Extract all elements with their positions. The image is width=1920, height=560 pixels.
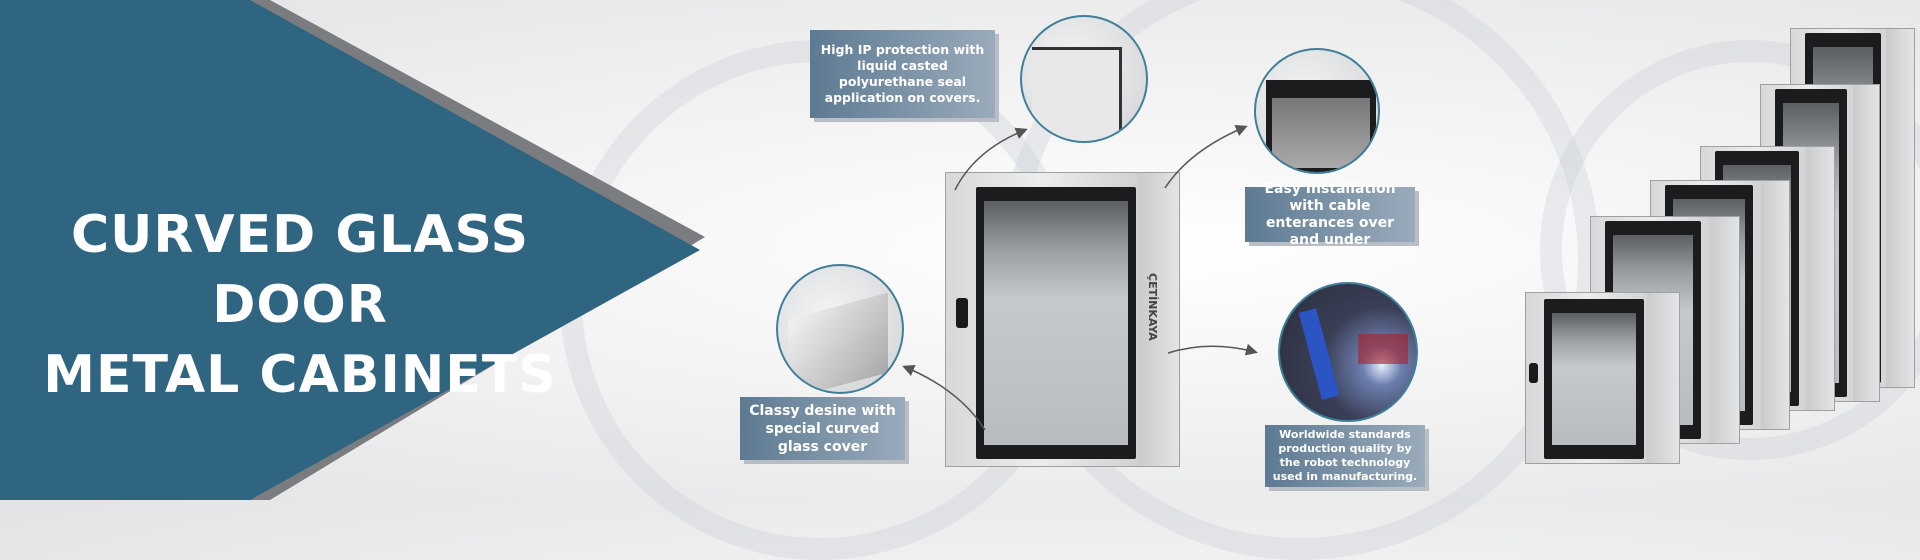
callout-easy-installation: Easy Installation with cable enterances … [1245,181,1415,248]
page-title: CURVED GLASS DOOR METAL CABINETS [0,200,600,410]
brand-label: ÇETİNKAYA [1146,273,1159,341]
callout-text: Easy Installation with cable enterances … [1264,180,1396,248]
callout-text: Worldwide standards production quality b… [1272,428,1418,483]
callout-ip-protection: High IP protection with liquid casted po… [810,30,995,118]
callout-robot-production: Worldwide standards production quality b… [1265,425,1425,487]
cable-entry-detail-image [1254,48,1380,174]
callout-curved-glass: Classy desine with special curved glass … [740,397,905,460]
robot-welding-image [1278,282,1418,422]
title-line-2: METAL CABINETS [43,345,557,405]
door-handle [956,298,968,328]
callout-arrows [902,124,1258,431]
cabinet-family-1 [1525,292,1680,464]
callout-text: High IP protection with liquid casted po… [820,42,985,105]
curved-glass-detail-image [776,264,904,394]
title-line-1: CURVED GLASS DOOR [70,205,530,335]
seal-detail-image [1020,15,1148,143]
callout-text: Classy desine with special curved glass … [749,402,896,455]
main-cabinet-image: ÇETİNKAYA [945,172,1180,467]
